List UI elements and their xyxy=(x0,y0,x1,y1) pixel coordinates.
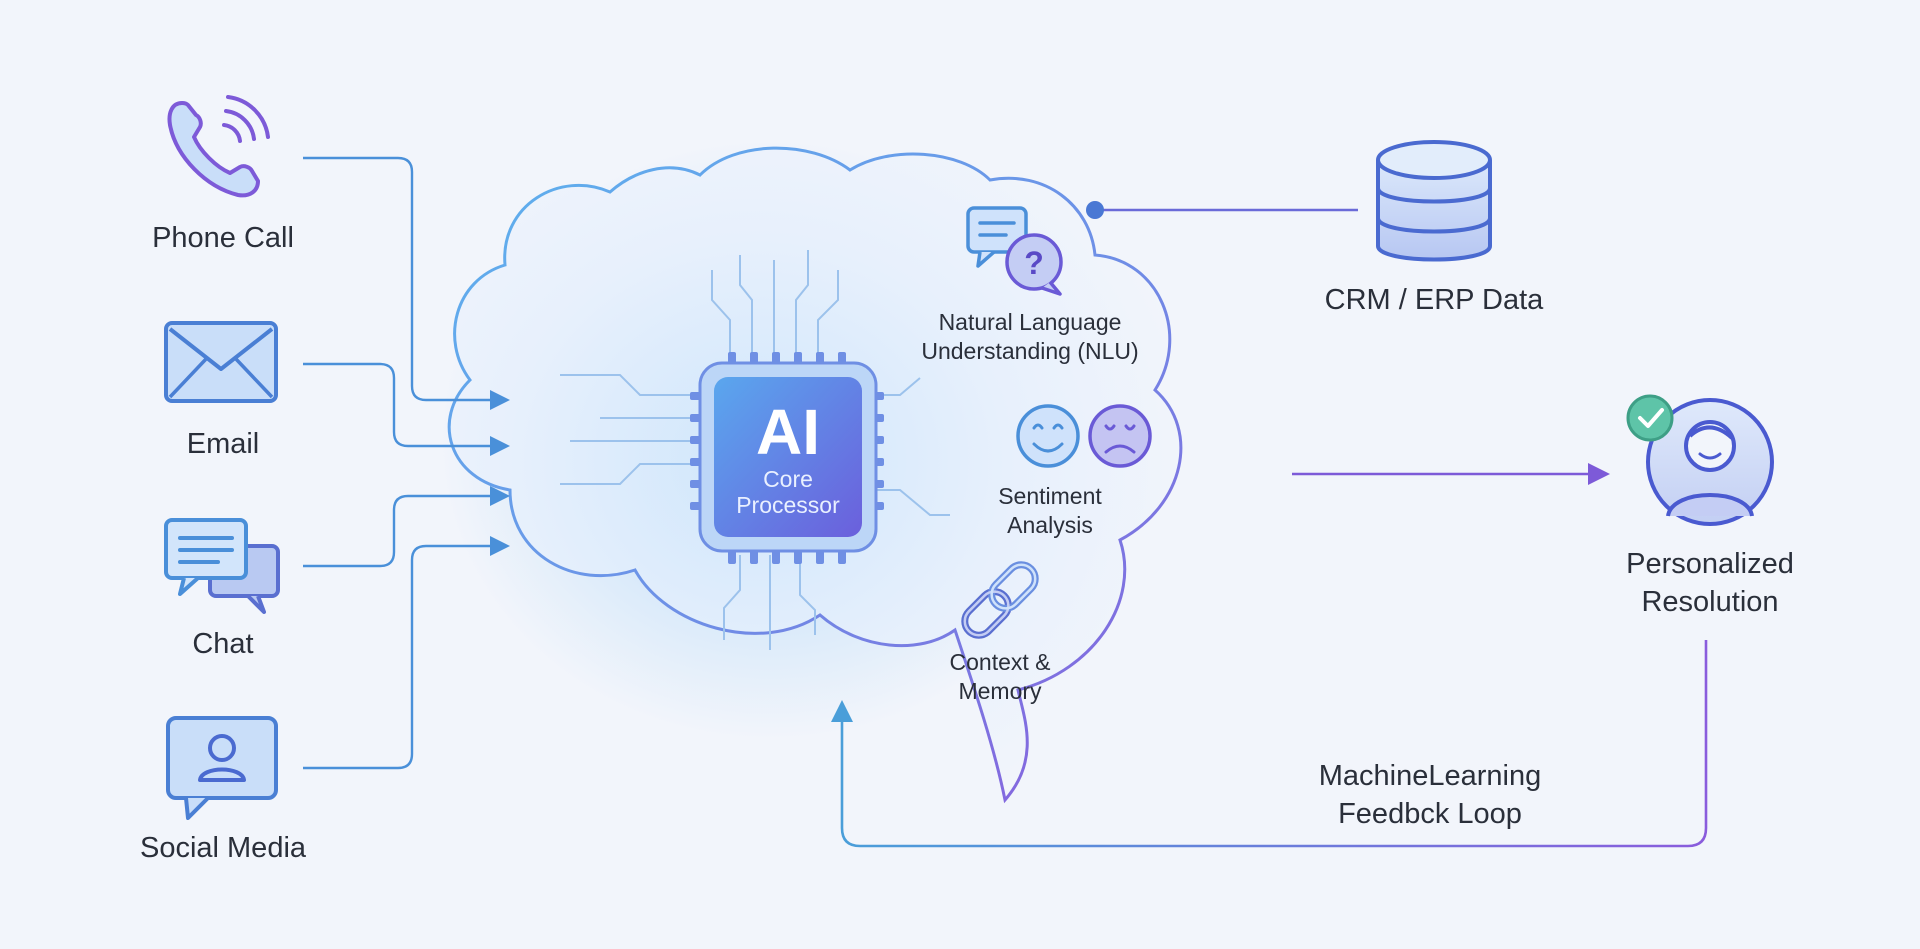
input-label-phone-call: Phone Call xyxy=(152,222,294,254)
feature-label-sentiment-line2: Analysis xyxy=(1007,512,1093,538)
social-media-icon xyxy=(166,716,278,820)
user-check-icon xyxy=(1626,394,1774,526)
phone-icon xyxy=(167,95,270,198)
chat-question-icon: ? xyxy=(966,206,1063,296)
output-label-line1: Personalized xyxy=(1626,548,1794,580)
ai-core-title: AI xyxy=(756,396,820,468)
chat-icon xyxy=(164,518,280,614)
input-label-social-media: Social Media xyxy=(139,832,307,864)
sentiment-faces-icon xyxy=(1016,404,1152,468)
feature-label-nlu-line2: Understanding (NLU) xyxy=(921,338,1139,364)
feature-label-context-line1: Context & xyxy=(949,649,1051,675)
ai-core-subtitle-line2: Processor xyxy=(736,492,840,518)
link-icon xyxy=(961,561,1039,639)
output-arrow xyxy=(1292,463,1610,485)
input-arrowheads xyxy=(490,390,510,556)
svg-text:?: ? xyxy=(1024,245,1044,281)
feature-label-context-line2: Memory xyxy=(958,678,1042,704)
feedback-label-line1: MachineLearning xyxy=(1318,760,1542,792)
ai-core-processor-chip xyxy=(690,352,884,564)
database-icon xyxy=(1376,140,1492,262)
email-icon xyxy=(164,321,278,403)
crm-connector xyxy=(1086,201,1358,219)
ai-core-subtitle-line1: Core xyxy=(763,466,813,492)
input-connectors xyxy=(303,156,492,770)
feedback-label-line2: Feedbck Loop xyxy=(1338,798,1522,830)
chip-circuit-traces xyxy=(560,250,950,650)
check-badge-icon xyxy=(1626,394,1674,442)
happy-face-icon xyxy=(1016,404,1080,468)
input-label-chat: Chat xyxy=(192,628,254,660)
data-source-label: CRM / ERP Data xyxy=(1324,284,1544,316)
feature-label-nlu-line1: Natural Language xyxy=(938,309,1122,335)
feature-label-sentiment-line1: Sentiment xyxy=(998,483,1102,509)
feedback-loop-connector xyxy=(831,640,1708,848)
output-label-line2: Resolution xyxy=(1641,586,1779,618)
input-label-email: Email xyxy=(186,428,260,460)
sad-face-icon xyxy=(1088,404,1152,468)
